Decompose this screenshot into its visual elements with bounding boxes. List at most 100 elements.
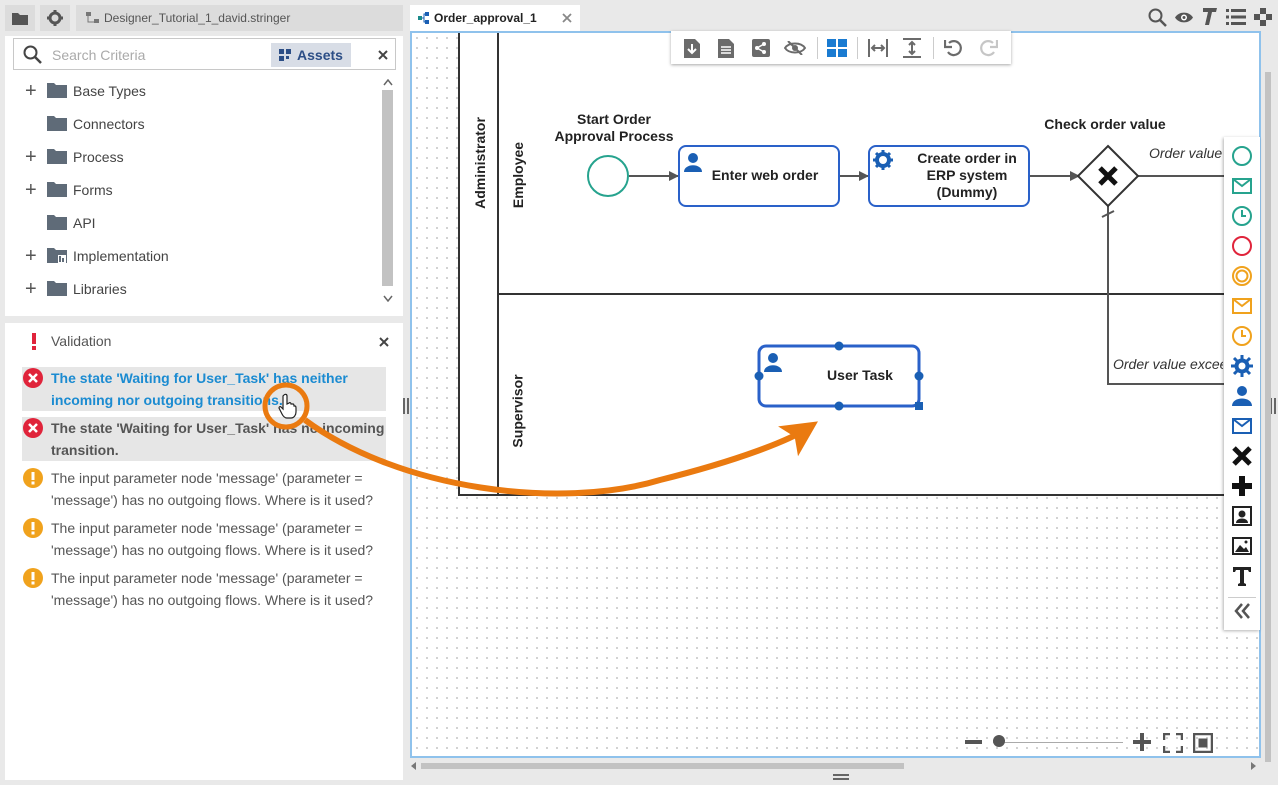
search-input[interactable]: [50, 44, 270, 66]
document-icon[interactable]: [718, 39, 734, 58]
start-event-icon[interactable]: [1230, 144, 1254, 168]
project-tab[interactable]: Designer_Tutorial_1_david.stringer: [76, 5, 403, 31]
tree-item-label: Implementation: [73, 248, 169, 264]
scroll-up-icon[interactable]: [383, 79, 393, 86]
validation-message-text: The input parameter node 'message' (para…: [51, 520, 374, 558]
zoom-out-icon[interactable]: [965, 740, 982, 744]
tree-item-forms[interactable]: + Forms: [25, 179, 113, 201]
exclusive-gateway-icon[interactable]: [1230, 444, 1254, 468]
right-splitter-handle[interactable]: [1270, 398, 1276, 414]
connection-handle[interactable]: [834, 401, 844, 411]
end-event-icon[interactable]: [1230, 234, 1254, 258]
close-icon[interactable]: [379, 337, 389, 347]
expand-icon[interactable]: +: [25, 179, 37, 201]
scroll-left-icon[interactable]: [411, 762, 417, 770]
resize-handle[interactable]: [915, 402, 923, 410]
tree-item-process[interactable]: + Process: [25, 146, 124, 168]
scrollbar-thumb[interactable]: [382, 90, 393, 286]
zoom-slider-thumb[interactable]: [993, 735, 1005, 747]
assets-filter-button[interactable]: Assets: [271, 43, 351, 67]
validation-message-warning[interactable]: The input parameter node 'message' (para…: [22, 567, 386, 611]
scroll-right-icon[interactable]: [1251, 762, 1257, 770]
pool-icon[interactable]: [1230, 504, 1254, 528]
user-task-icon: [684, 153, 702, 172]
folder-tab-button[interactable]: [5, 5, 35, 31]
folder-icon: [12, 12, 28, 25]
send-task-icon[interactable]: [1230, 414, 1254, 438]
task-create-order[interactable]: [868, 145, 1030, 207]
message-intermediate-event-icon[interactable]: [1230, 294, 1254, 318]
zoom-slider-track[interactable]: [993, 742, 1123, 743]
task-enter-web-order[interactable]: [678, 145, 840, 207]
validation-message-error[interactable]: The state 'Waiting for User_Task' has no…: [22, 417, 386, 461]
expand-icon[interactable]: +: [25, 278, 37, 300]
timer-intermediate-event-icon[interactable]: [1230, 324, 1254, 348]
fullscreen-icon[interactable]: [1163, 733, 1183, 753]
structure-icon[interactable]: [1254, 8, 1272, 26]
left-splitter-handle[interactable]: [403, 398, 409, 414]
validation-message-text[interactable]: The state 'Waiting for User_Task' has ne…: [51, 370, 348, 408]
validation-message-warning[interactable]: The input parameter node 'message' (para…: [22, 517, 386, 561]
canvas-vertical-scrollbar[interactable]: [1263, 40, 1273, 770]
parallel-gateway-icon[interactable]: [1230, 474, 1254, 498]
search-icon[interactable]: [23, 45, 42, 64]
scrollbar-thumb[interactable]: [421, 763, 904, 769]
expand-icon[interactable]: +: [25, 245, 37, 267]
connection-handle[interactable]: [914, 371, 924, 381]
hide-icon[interactable]: [784, 41, 806, 55]
expand-icon[interactable]: +: [25, 146, 37, 168]
tree-item-api[interactable]: API: [25, 212, 96, 234]
text-format-icon[interactable]: [1200, 7, 1218, 26]
tree-item-implementation[interactable]: + Implementation: [25, 245, 169, 267]
connection-handle[interactable]: [754, 371, 764, 381]
settings-tab-button[interactable]: [40, 5, 70, 31]
default-flow-marker: [1101, 210, 1115, 218]
tab-order-approval[interactable]: Order_approval_1: [410, 5, 580, 31]
zoom-controls: [963, 730, 1223, 756]
clear-search-icon[interactable]: [378, 50, 388, 60]
user-task-icon[interactable]: [1230, 384, 1254, 408]
validation-message-error[interactable]: The state 'Waiting for User_Task' has ne…: [22, 367, 386, 411]
message-start-event-icon[interactable]: [1230, 174, 1254, 198]
start-event[interactable]: [587, 155, 629, 197]
download-document-icon[interactable]: [684, 39, 700, 58]
tree-item-base-types[interactable]: + Base Types: [25, 80, 146, 102]
intermediate-event-icon[interactable]: [1230, 264, 1254, 288]
bottom-splitter-handle[interactable]: [833, 774, 849, 780]
warning-icon: [23, 568, 43, 588]
undo-icon[interactable]: [944, 38, 964, 58]
validation-message-warning[interactable]: The input parameter node 'message' (para…: [22, 467, 386, 511]
search-box: Assets: [13, 38, 396, 70]
fit-page-icon[interactable]: [1193, 733, 1213, 753]
eye-icon[interactable]: [1174, 11, 1194, 24]
connection-handle[interactable]: [834, 341, 844, 351]
pool-administrator[interactable]: [458, 31, 1261, 496]
scrollbar-thumb[interactable]: [1265, 72, 1271, 762]
text-annotation-icon[interactable]: [1230, 564, 1254, 588]
service-task-icon[interactable]: [1230, 354, 1254, 378]
tree-item-connectors[interactable]: Connectors: [25, 113, 145, 135]
scroll-down-icon[interactable]: [383, 295, 393, 302]
layout-grid-icon[interactable]: [827, 39, 847, 57]
canvas-horizontal-scrollbar[interactable]: [411, 760, 1259, 772]
fit-width-icon[interactable]: [868, 39, 888, 57]
close-tab-icon[interactable]: [562, 13, 572, 23]
timer-start-event-icon[interactable]: [1230, 204, 1254, 228]
tree-item-libraries[interactable]: + Libraries: [25, 278, 127, 300]
gear-icon: [47, 10, 63, 26]
process-tree-icon: [86, 12, 99, 23]
sequence-flow[interactable]: [1107, 205, 1261, 385]
redo-icon[interactable]: [978, 38, 998, 58]
collapse-palette-icon[interactable]: [1230, 599, 1254, 623]
list-icon[interactable]: [1226, 9, 1246, 25]
folder-icon: [47, 214, 67, 230]
expand-icon[interactable]: +: [25, 80, 37, 102]
fit-height-icon[interactable]: [902, 38, 922, 58]
zoom-in-icon[interactable]: [1133, 733, 1151, 751]
share-icon[interactable]: [752, 39, 770, 57]
tree-item-label: API: [73, 215, 96, 231]
image-icon[interactable]: [1230, 534, 1254, 558]
assets-scrollbar[interactable]: [379, 76, 396, 308]
validation-message-text: The input parameter node 'message' (para…: [51, 570, 374, 608]
search-icon[interactable]: [1148, 8, 1167, 27]
